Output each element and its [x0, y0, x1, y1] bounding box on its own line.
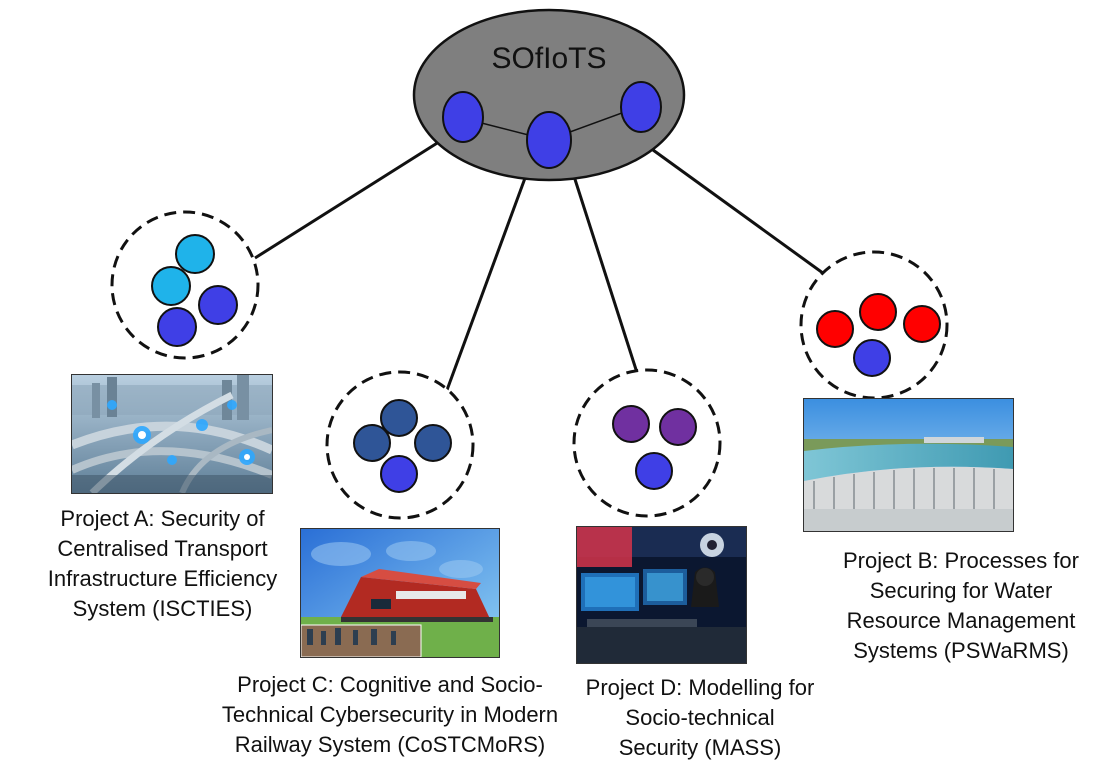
- hub-sofiots: SOfIoTS: [412, 8, 686, 182]
- connector-to-project-b: [652, 148, 828, 278]
- caption-line: Railway System (CoSTCMoRS): [234, 732, 546, 757]
- connector-to-project-a: [254, 138, 443, 260]
- caption-line: Technical Cybersecurity in Modern: [221, 702, 559, 727]
- project-c-caption: Project C: Cognitive and Socio- Technica…: [180, 670, 600, 760]
- project-c-image: [300, 528, 500, 658]
- project-a-image: [71, 374, 273, 494]
- cluster-node: [612, 405, 650, 443]
- caption-line: Centralised Transport: [57, 536, 268, 561]
- hub-node-center: [526, 111, 572, 169]
- caption-line: Project C: Cognitive and Socio-: [237, 672, 543, 697]
- cluster-node: [903, 305, 941, 343]
- cluster-node: [635, 452, 673, 490]
- cluster-node: [380, 455, 418, 493]
- cluster-boundary: [572, 368, 722, 518]
- connector-to-project-d: [570, 169, 642, 383]
- project-d-caption: Project D: Modelling for Socio-technical…: [555, 673, 845, 763]
- project-b-caption: Project B: Processes for Securing for Wa…: [815, 546, 1107, 666]
- connector-to-project-c: [445, 169, 530, 391]
- project-b-image: [803, 398, 1014, 532]
- cluster-node: [353, 424, 391, 462]
- caption-line: Infrastructure Efficiency: [47, 566, 278, 591]
- caption-line: System (ISCTIES): [72, 596, 253, 621]
- project-d-image: [576, 526, 747, 664]
- hub-label: SOfIoTS: [491, 42, 606, 75]
- cluster-project-d: [572, 368, 722, 518]
- cluster-node: [816, 310, 854, 348]
- hub-node-left: [442, 91, 484, 143]
- caption-line: Project D: Modelling for: [585, 675, 815, 700]
- caption-line: Systems (PSWaRMS): [853, 638, 1069, 663]
- cluster-node: [380, 399, 418, 437]
- caption-line: Resource Management: [846, 608, 1076, 633]
- project-a-caption: Project A: Security of Centralised Trans…: [0, 504, 325, 624]
- cluster-node: [659, 408, 697, 446]
- caption-line: Security (MASS): [618, 735, 782, 760]
- cluster-node: [414, 424, 452, 462]
- cluster-node: [859, 293, 897, 331]
- caption-line: Project B: Processes for: [843, 548, 1079, 573]
- connector-lines: [254, 138, 828, 391]
- cluster-node: [175, 234, 215, 274]
- hub-ellipse: [412, 8, 686, 182]
- cluster-node: [151, 266, 191, 306]
- caption-line: Project A: Security of: [60, 506, 265, 531]
- cluster-project-c: [325, 370, 475, 520]
- cluster-node: [853, 339, 891, 377]
- cluster-project-a: [110, 210, 260, 360]
- cluster-boundary: [325, 370, 475, 520]
- hub-node-right: [620, 81, 662, 133]
- caption-line: Socio-technical: [625, 705, 775, 730]
- cluster-node: [157, 307, 197, 347]
- cluster-project-b: [799, 250, 949, 400]
- caption-line: Securing for Water: [869, 578, 1053, 603]
- cluster-node: [198, 285, 238, 325]
